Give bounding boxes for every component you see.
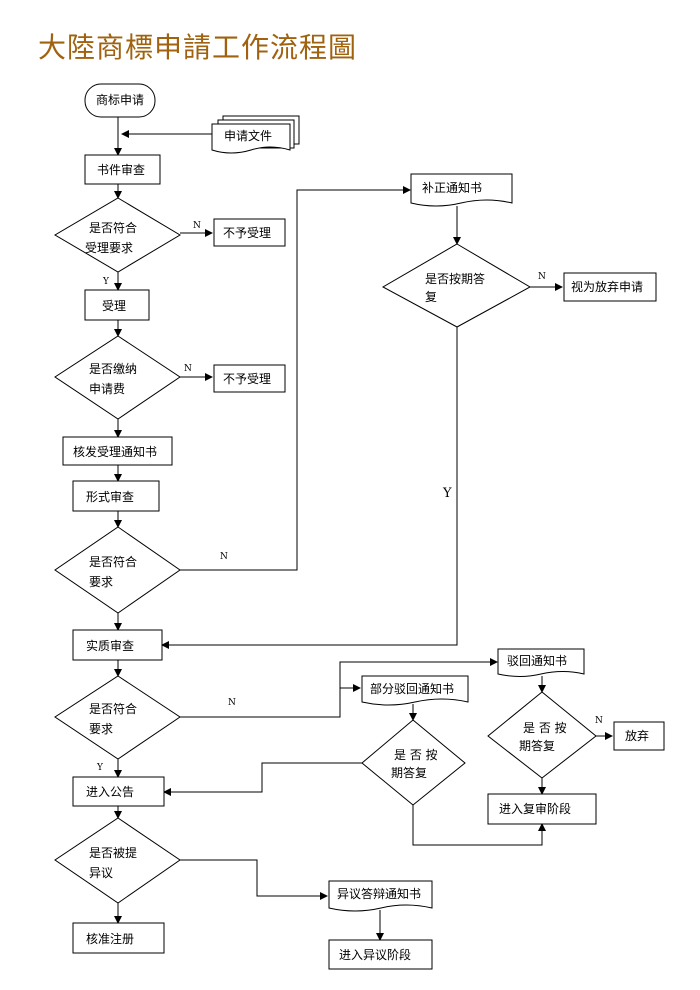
label-d5-no: N (228, 698, 236, 708)
decision-d8: 是否被提 异议 (54, 817, 181, 904)
decision-d4: 是否按期答 复 (381, 243, 532, 328)
label-d3-line2: 要求 (89, 575, 113, 589)
node-reject-1: 不予受理 (213, 218, 286, 247)
label-publish: 进入公告 (86, 785, 134, 799)
label-d1-line1: 是否符合 (89, 220, 137, 235)
label-d2-line1: 是否缴纳 (89, 361, 137, 376)
label-d8-line1: 是否被提 (89, 845, 137, 860)
label-accept: 受理 (102, 299, 126, 313)
decision-d7: 是 否 按 期答复 (487, 691, 597, 779)
decision-d5: 是否符合 要求 (54, 675, 181, 760)
node-objection-stage: 进入异议阶段 (328, 939, 433, 970)
node-give-up: 放弃 (613, 721, 665, 751)
label-abandon-app: 视为放弃申请 (571, 279, 643, 294)
arrow-d4-yes-to-substantive (161, 327, 458, 649)
label-book-review: 书件审查 (97, 162, 145, 177)
label-d4-no: N (538, 272, 546, 282)
label-d6-line1: 是 否 按 (394, 748, 438, 762)
label-supplement: 补正通知书 (422, 181, 482, 195)
node-partial-reject: 部分驳回通知书 (361, 675, 469, 706)
decision-d6: 是 否 按 期答复 (361, 719, 466, 806)
label-d3-no: N (220, 552, 228, 562)
label-objection-notice: 异议答辩通知书 (337, 886, 421, 901)
label-d1-line2: 受理要求 (85, 241, 133, 255)
decision-d2: 是否缴纳 申请费 (54, 335, 181, 420)
label-substantive: 实质审查 (86, 638, 134, 653)
node-accept: 受理 (84, 289, 150, 321)
label-d6-line2: 期答复 (391, 765, 427, 780)
node-substantive: 实质审查 (72, 629, 163, 661)
label-objection-stage: 进入异议阶段 (339, 947, 411, 962)
label-d7-no: N (595, 716, 603, 726)
label-d5-line1: 是否符合 (89, 701, 137, 716)
label-d1-yes: Y (102, 277, 110, 287)
decision-d1: 是否符合 受理要求 (54, 197, 181, 273)
label-d5-yes: Y (96, 763, 104, 773)
node-start: 商标申请 (84, 83, 156, 118)
label-d5-line2: 要求 (89, 722, 113, 736)
page-title: 大陸商標申請工作流程圖 (38, 31, 358, 64)
node-reject-notice: 驳回通知书 (497, 648, 585, 677)
label-reexam: 进入复审阶段 (499, 801, 571, 816)
label-notice-accept: 核发受理通知书 (73, 444, 157, 459)
label-reject-1: 不予受理 (223, 226, 271, 240)
decision-d3: 是否符合 要求 (54, 526, 181, 614)
label-d3-line1: 是否符合 (89, 554, 137, 569)
arrow-d5-to-reject (339, 658, 498, 688)
label-d4-line2: 复 (425, 290, 437, 304)
label-d2-no: N (184, 364, 192, 374)
label-formal-review: 形式审查 (86, 489, 134, 504)
node-supplement: 补正通知书 (410, 173, 513, 207)
label-d7-line2: 期答复 (519, 738, 555, 753)
arrow-d3-no-to-supplement (180, 186, 411, 571)
node-publish: 进入公告 (72, 776, 165, 807)
label-reject-notice: 驳回通知书 (507, 654, 567, 668)
label-start: 商标申请 (96, 92, 144, 107)
node-approve: 核准注册 (72, 922, 165, 954)
node-objection-notice: 异议答辩通知书 (328, 880, 433, 912)
arrow-d6-to-reexam (412, 805, 546, 846)
arrow-d5-to-partial (180, 684, 361, 718)
connectors (114, 117, 613, 941)
node-document: 申请文件 (211, 115, 300, 154)
label-d8-line2: 异议 (89, 866, 113, 880)
label-d4-yes: Y (442, 486, 452, 501)
arrow-d6-to-publish (163, 762, 362, 796)
label-d4-line1: 是否按期答 (425, 271, 485, 286)
label-give-up: 放弃 (625, 728, 649, 743)
node-abandon-app: 视为放弃申请 (563, 272, 657, 302)
node-notice-accept: 核发受理通知书 (62, 436, 173, 466)
node-reject-2: 不予受理 (213, 364, 286, 393)
node-book-review: 书件审查 (84, 154, 161, 185)
node-formal-review: 形式审查 (72, 480, 160, 512)
label-document: 申请文件 (224, 128, 272, 143)
label-partial-reject: 部分驳回通知书 (370, 681, 454, 696)
label-approve: 核准注册 (86, 931, 134, 946)
label-d1-no: N (193, 221, 201, 231)
arrow-d8-to-objection (180, 859, 328, 900)
label-d2-line2: 申请费 (89, 382, 125, 396)
label-reject-2: 不予受理 (223, 372, 271, 386)
label-d7-line1: 是 否 按 (523, 721, 567, 735)
node-reexam: 进入复审阶段 (487, 793, 597, 825)
